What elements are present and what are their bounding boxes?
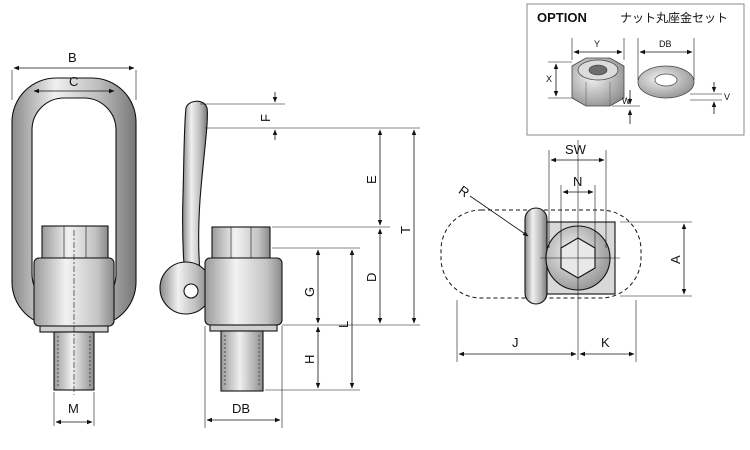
dim-label-m: M	[68, 401, 79, 416]
dim-label-g: G	[302, 287, 317, 297]
side-swivel-body	[204, 257, 283, 326]
dim-label-l: L	[336, 321, 351, 328]
dim-label-f: F	[258, 114, 273, 122]
option-label-w: W	[622, 96, 631, 106]
side-handle	[182, 100, 208, 293]
option-label-v: V	[724, 92, 730, 102]
option-label-db: DB	[659, 39, 672, 49]
dim-label-r: R	[456, 183, 472, 201]
option-label-y: Y	[594, 39, 600, 49]
side-view: F E D T G H L DB	[159, 92, 420, 428]
option-washer	[637, 65, 695, 99]
dim-label-c: C	[69, 74, 78, 89]
dim-label-n: N	[573, 174, 582, 189]
top-ring-bar	[524, 207, 548, 305]
front-hex-nut	[41, 225, 109, 259]
option-nut	[571, 57, 625, 107]
option-panel: OPTION ナット丸座金セット Y X W	[526, 3, 745, 136]
dim-label-db: DB	[232, 401, 250, 416]
dim-label-a: A	[668, 255, 683, 264]
option-title: OPTION	[537, 10, 587, 25]
top-view: SW N R A J K	[440, 140, 692, 362]
dim-label-t: T	[398, 226, 413, 234]
dim-label-k: K	[601, 335, 610, 350]
dim-label-d: D	[364, 273, 379, 282]
dim-label-e: E	[364, 175, 379, 184]
option-label-x: X	[546, 74, 552, 84]
side-bolt	[220, 330, 264, 392]
front-view: B C M	[11, 50, 137, 426]
option-subtitle: ナット丸座金セット	[620, 10, 728, 25]
dim-label-b: B	[68, 50, 77, 65]
dim-label-sw: SW	[565, 142, 587, 157]
side-hex-nut	[211, 226, 271, 259]
dim-label-h: H	[302, 355, 317, 364]
dim-label-j: J	[512, 335, 519, 350]
